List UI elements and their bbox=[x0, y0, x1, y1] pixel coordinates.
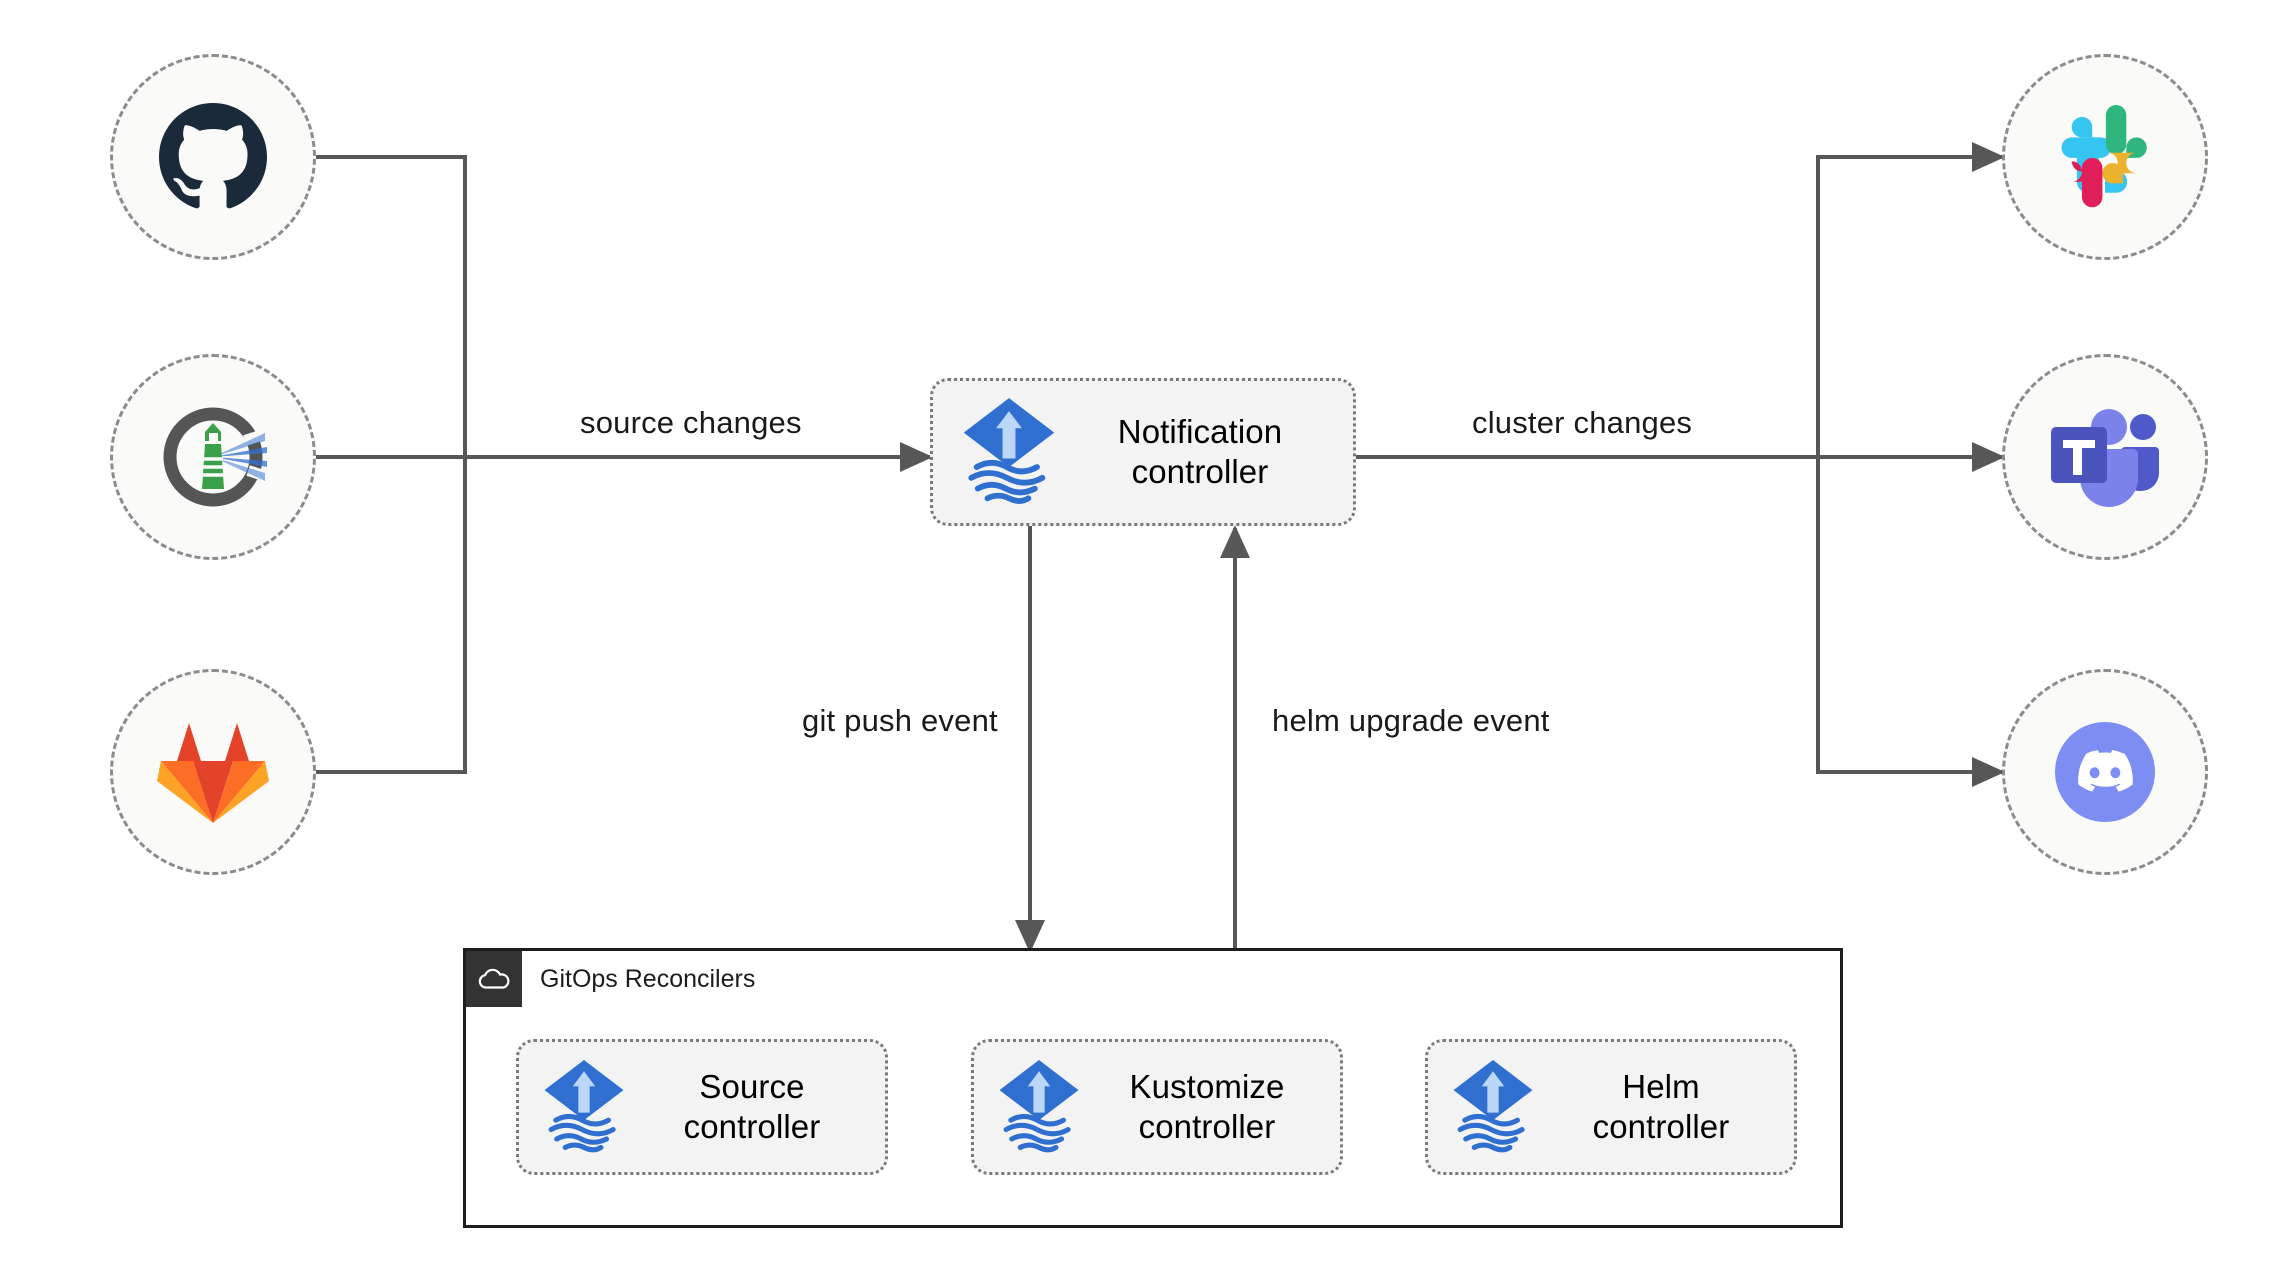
destination-node-teams[interactable] bbox=[2002, 354, 2208, 560]
flux-logo-icon bbox=[544, 1060, 624, 1153]
notification-controller-box[interactable]: Notification controller bbox=[930, 378, 1356, 526]
edge-label-source-changes: source changes bbox=[580, 405, 802, 440]
helm-controller-box[interactable]: Helm controller bbox=[1425, 1039, 1797, 1175]
source-controller-label: Source controller bbox=[683, 1067, 821, 1145]
kustomize-controller-label: Kustomize controller bbox=[1129, 1067, 1285, 1145]
edge-to-discord bbox=[1816, 457, 2005, 787]
source-node-github[interactable] bbox=[110, 54, 316, 260]
destination-node-slack[interactable] bbox=[2002, 54, 2208, 260]
github-icon bbox=[159, 103, 267, 209]
gitops-container-title: GitOps Reconcilers bbox=[540, 964, 756, 993]
flux-logo-icon bbox=[999, 1060, 1079, 1153]
source-controller-box[interactable]: Source controller bbox=[516, 1039, 888, 1175]
source-node-flux[interactable] bbox=[110, 354, 316, 560]
flux-logo-icon bbox=[963, 398, 1055, 504]
helm-controller-label: Helm controller bbox=[1592, 1067, 1730, 1145]
destination-node-discord[interactable] bbox=[2002, 669, 2208, 875]
gitops-header: GitOps Reconcilers bbox=[466, 951, 755, 1007]
flux-lighthouse-icon bbox=[163, 407, 271, 507]
slack-icon bbox=[2061, 105, 2147, 208]
gitops-reconcilers-container: GitOps Reconcilers Source controller bbox=[463, 948, 1843, 1228]
cloud-icon-tile bbox=[466, 951, 522, 1007]
source-node-gitlab[interactable] bbox=[110, 669, 316, 875]
edge-label-cluster-changes: cluster changes bbox=[1472, 405, 1693, 440]
cloud-icon bbox=[478, 968, 510, 989]
ms-teams-icon bbox=[2051, 409, 2159, 507]
notification-controller-label: Notification controller bbox=[1117, 412, 1283, 490]
edge-label-helm-upgrade-event: helm upgrade event bbox=[1272, 703, 1550, 738]
flux-logo-icon bbox=[1453, 1060, 1533, 1153]
edge-label-git-push-event: git push event bbox=[802, 703, 998, 738]
edge-to-slack bbox=[1816, 142, 2005, 457]
gitlab-icon bbox=[157, 723, 269, 823]
discord-icon bbox=[2055, 722, 2155, 822]
kustomize-controller-box[interactable]: Kustomize controller bbox=[971, 1039, 1343, 1175]
